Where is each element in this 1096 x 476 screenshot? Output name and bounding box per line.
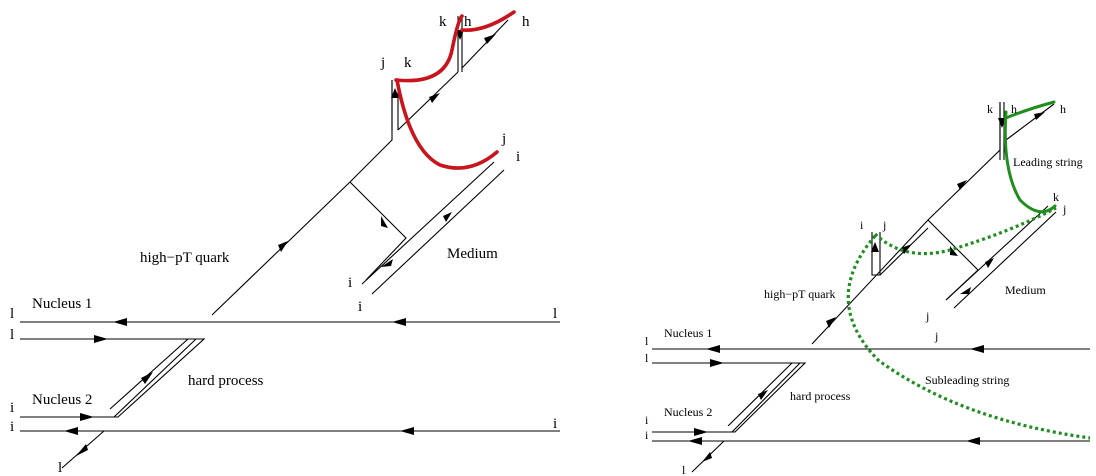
left-string-1 (395, 78, 499, 170)
right-color-j3: j (934, 329, 938, 343)
left-arrow-n1b (392, 318, 406, 326)
left-color-l2: l (10, 327, 14, 343)
right-panel: Nucleus 1 Nucleus 2 hard process high−pT… (645, 100, 1091, 476)
left-arrow-c2 (429, 93, 440, 103)
left-hard-process-line2 (113, 338, 197, 418)
left-chain6 (461, 19, 509, 69)
left-color-i6: i (516, 149, 520, 165)
left-arrow-n2a (64, 427, 78, 435)
right-color-j2: j (925, 309, 929, 323)
right-arrow-m2 (985, 258, 994, 268)
left-color-j1: j (501, 131, 506, 147)
right-leading-string-2 (1004, 100, 1056, 120)
right-color-j1: j (882, 218, 886, 232)
right-arrow-i2 (694, 428, 708, 436)
left-panel: Nucleus 1 Nucleus 2 hard process high−pT… (10, 10, 560, 476)
right-arrow-c3 (1034, 112, 1045, 120)
right-subleading-string-2 (846, 234, 1091, 440)
left-arrow-hp (141, 372, 153, 384)
left-color-l3: l (553, 306, 557, 322)
right-arrow-c5 (957, 180, 967, 190)
right-arrow-out (702, 452, 712, 462)
right-leading-string-1 (1003, 110, 1057, 214)
left-arrow-out (76, 444, 88, 456)
right-arrow-m1 (950, 246, 958, 256)
left-label-nucleus2: Nucleus 2 (32, 392, 92, 408)
right-arrow-hp (758, 390, 768, 400)
left-arrow-n2b (400, 427, 414, 435)
left-color-i4: i (348, 275, 352, 291)
left-label-medium: Medium (447, 246, 498, 262)
right-arrow-c4 (998, 118, 1006, 128)
left-color-i5: i (358, 299, 362, 315)
left-label-hard-process: hard process (188, 373, 264, 389)
right-color-i2: i (645, 428, 649, 442)
right-arrow-n1b (970, 345, 984, 353)
left-arrow-i2 (80, 413, 94, 421)
left-arrow-q (278, 241, 288, 252)
right-medium-i2 (953, 211, 1057, 309)
left-string-3 (460, 10, 516, 32)
right-color-l3: l (682, 463, 686, 476)
left-color-i2: i (10, 419, 14, 435)
left-color-i3: i (553, 416, 557, 432)
right-label-high-pt-quark: high−pT quark (764, 287, 836, 301)
right-arrow-n1a (706, 345, 720, 353)
right-chain-a (871, 232, 881, 276)
right-label-nucleus2: Nucleus 2 (664, 405, 712, 419)
right-label-hard-process: hard process (790, 389, 851, 403)
left-arrow-m2 (443, 212, 452, 222)
left-color-k1: k (404, 55, 412, 71)
right-medium-box2 (927, 102, 1001, 221)
right-color-l2: l (645, 351, 649, 365)
left-color-i1: i (10, 400, 14, 416)
left-arrow-c3 (456, 30, 464, 40)
right-color-i3: i (860, 218, 864, 232)
left-arrow-n1a (113, 318, 127, 326)
right-color-l1: l (645, 334, 649, 348)
left-color-h2: h (522, 14, 530, 30)
left-color-j2: j (380, 55, 385, 71)
right-arrow-q (826, 317, 836, 328)
left-string-2 (394, 14, 464, 83)
right-arrow-l (710, 359, 724, 367)
left-arrow-l (94, 335, 108, 343)
right-l-line (652, 362, 807, 433)
right-color-i1: i (645, 413, 649, 427)
left-medium-i (361, 161, 495, 285)
left-medium-i2 (371, 169, 505, 295)
left-arrow-m1 (381, 216, 388, 228)
left-arrow-c1 (391, 88, 399, 98)
right-arrow-n2b (966, 437, 980, 445)
left-l-line (20, 338, 206, 418)
right-color-j4: j (1062, 202, 1066, 216)
right-chain-e (1005, 103, 1055, 141)
left-color-k2: k (439, 14, 447, 30)
right-arrow-c2 (901, 244, 912, 254)
left-label-high-pt-quark: high−pT quark (140, 250, 230, 266)
right-label-medium: Medium (1005, 283, 1046, 297)
right-label-nucleus1: Nucleus 1 (664, 326, 712, 340)
left-medium-box2 (349, 80, 393, 183)
right-label-subleading-string: Subleading string (925, 373, 1009, 387)
left-color-h1: h (464, 14, 472, 30)
right-label-leading-string: Leading string (1013, 155, 1083, 169)
right-arrow-n2a (688, 437, 702, 445)
left-medium-box (349, 181, 407, 281)
right-arrow-m3 (960, 287, 971, 294)
right-color-h1: h (1011, 102, 1017, 116)
right-color-k1: k (1053, 190, 1059, 204)
left-arrow-m3 (381, 259, 393, 267)
right-color-h2: h (1060, 102, 1066, 116)
right-color-k2: k (987, 102, 993, 116)
right-arrow-c1 (871, 242, 879, 252)
left-arrow-c4 (484, 34, 496, 44)
left-color-l1: l (10, 306, 14, 322)
right-subleading-string-1 (873, 206, 1057, 256)
right-medium-i (945, 205, 1049, 301)
left-label-nucleus1: Nucleus 1 (32, 296, 92, 312)
right-hard-process-line2 (731, 362, 801, 433)
left-color-l4: l (58, 460, 62, 476)
